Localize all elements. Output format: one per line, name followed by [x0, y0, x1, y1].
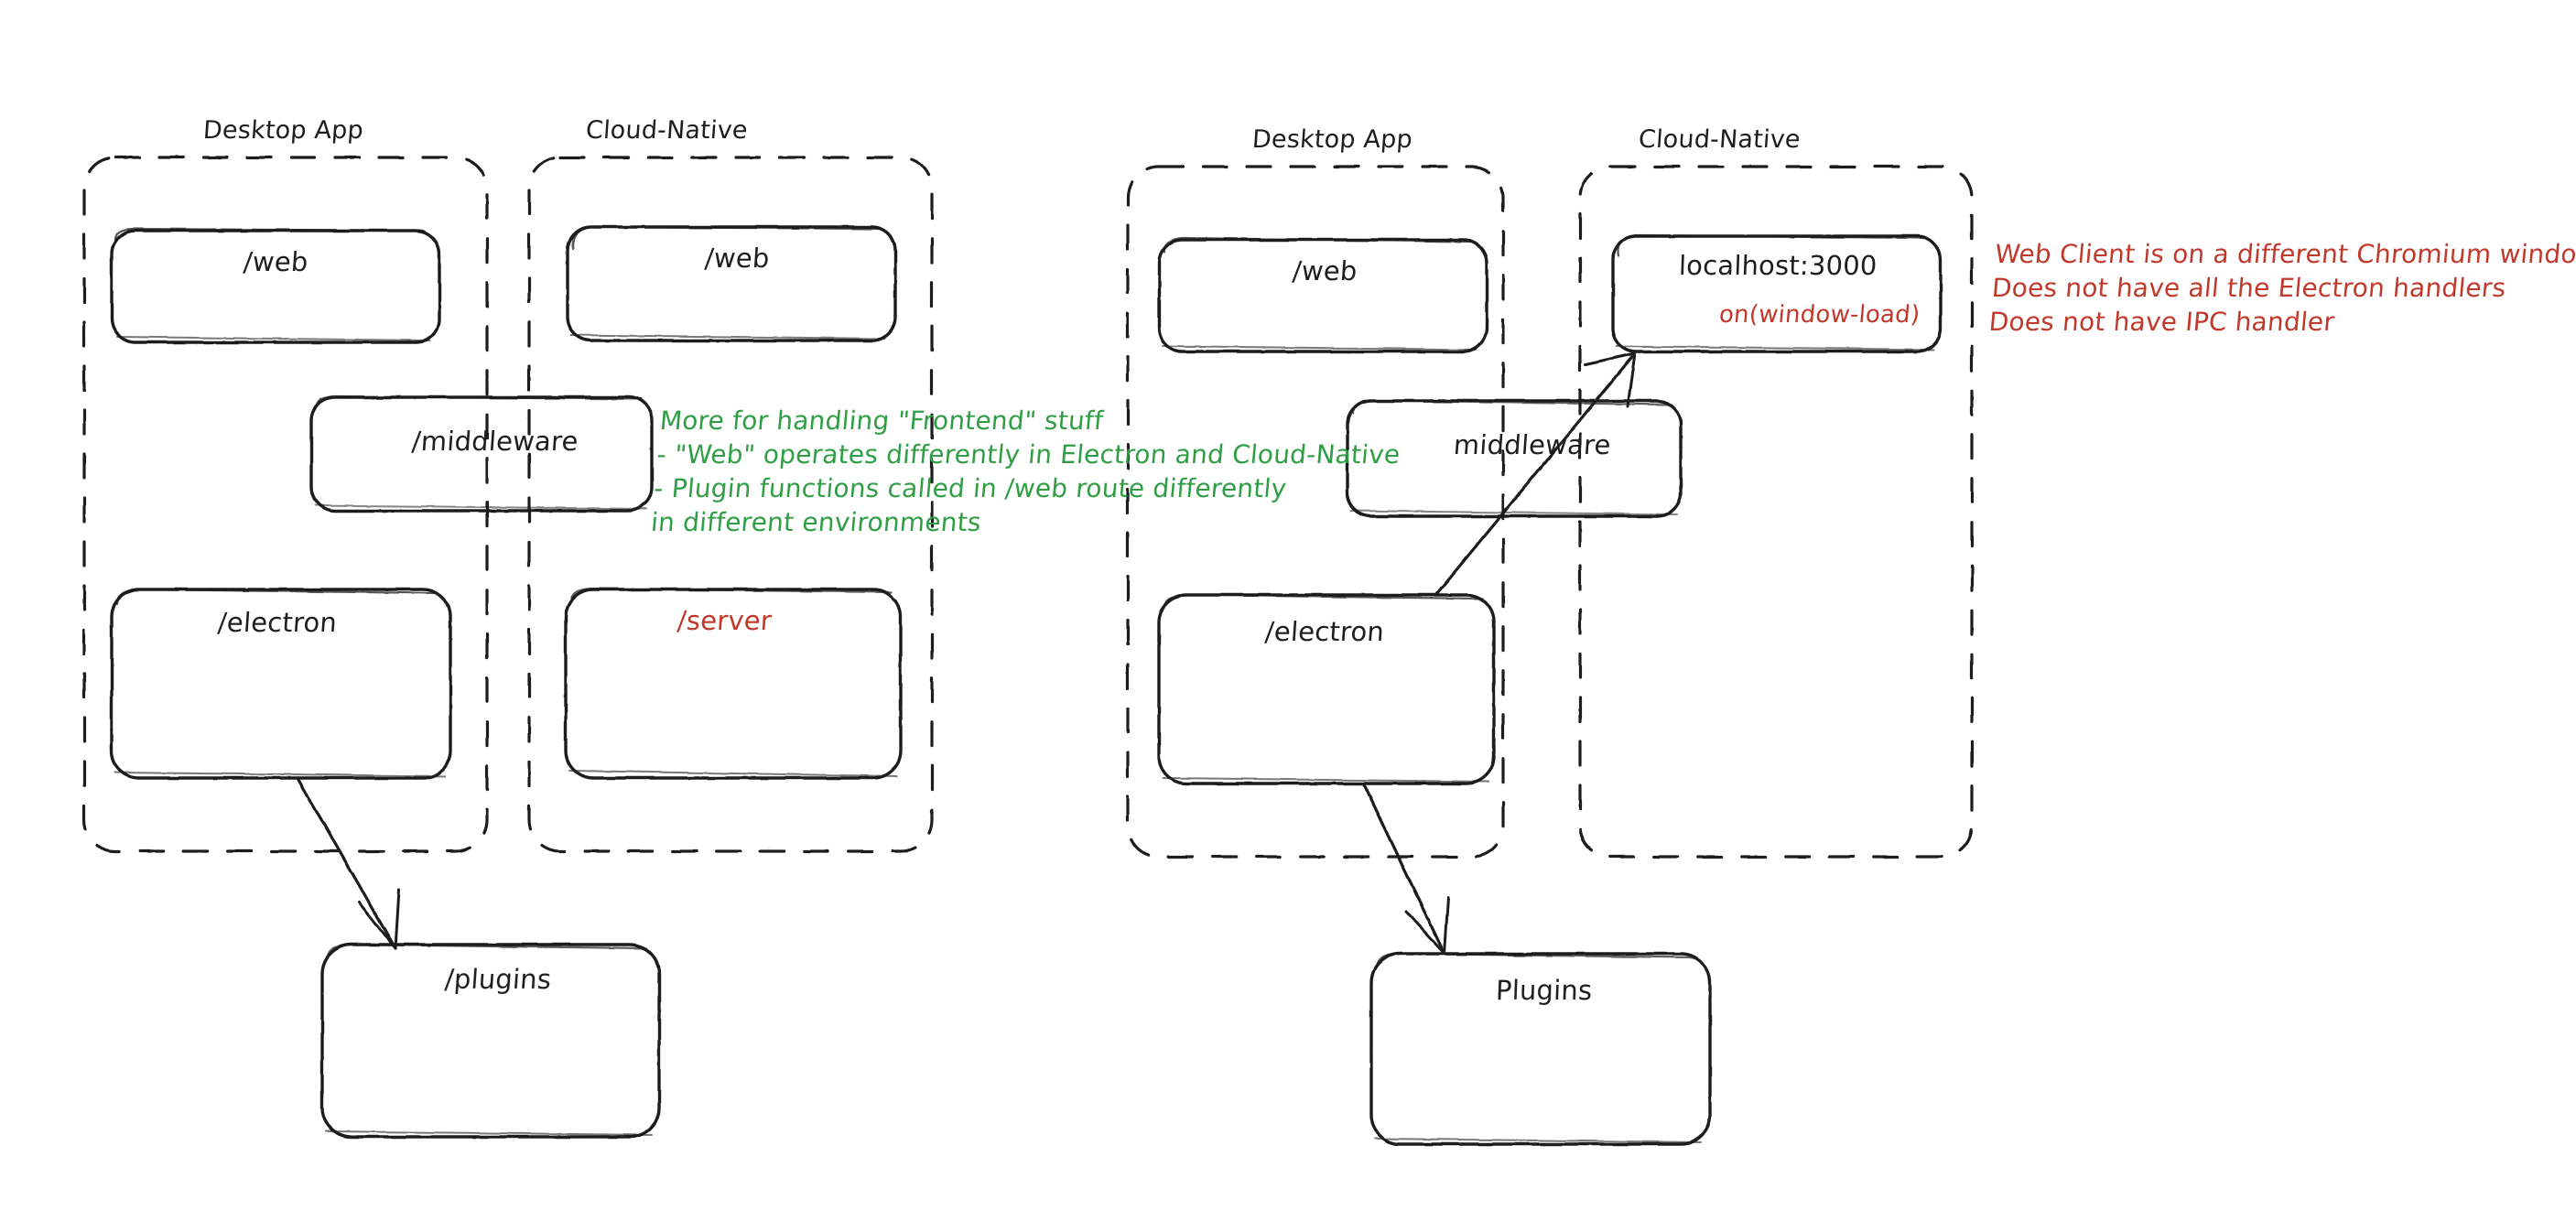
right-web-box[interactable]	[1157, 236, 1488, 353]
left-cloud-native-container	[527, 156, 934, 853]
right-web-label: /web	[1291, 255, 1358, 286]
right-localhost-sublabel: on(window-load)	[1717, 301, 1921, 329]
left-desktop-app-title: Desktop App	[201, 116, 365, 145]
left-plugins-box[interactable]	[320, 943, 661, 1139]
left-green-annotation: More for handling "Frontend" stuff - "We…	[649, 405, 1402, 537]
right-localhost-label: localhost:3000	[1678, 250, 1878, 281]
left-plugins-label: /plugins	[443, 964, 553, 995]
right-electron-to-plugins-arrow	[1362, 784, 1450, 956]
right-desktop-app-title: Desktop App	[1250, 125, 1414, 154]
left-electron-to-plugins-arrow	[297, 778, 401, 950]
right-middleware-box[interactable]	[1346, 399, 1683, 518]
left-middleware-label: /middleware	[410, 426, 579, 457]
left-server-label: /server	[676, 605, 774, 636]
left-web-desktop-label: /web	[242, 246, 309, 277]
left-web-desktop-box[interactable]	[110, 227, 441, 344]
left-cloud-native-title: Cloud-Native	[584, 116, 749, 145]
right-electron-label: /electron	[1263, 616, 1386, 647]
left-electron-label: /electron	[216, 607, 339, 638]
left-electron-box[interactable]	[110, 588, 452, 780]
right-red-annotation: Web Client is on a different Chromium wi…	[1987, 239, 2576, 337]
right-electron-box[interactable]	[1157, 593, 1496, 785]
right-plugins-box[interactable]	[1369, 952, 1712, 1146]
left-server-box[interactable]	[564, 587, 903, 780]
left-desktop-app-container	[82, 156, 489, 853]
right-cloud-native-title: Cloud-Native	[1637, 125, 1802, 154]
right-electron-to-localhost-arrow	[1435, 351, 1637, 595]
left-web-cloud-label: /web	[703, 243, 771, 274]
right-middleware-label: middleware	[1452, 429, 1612, 460]
left-web-cloud-box[interactable]	[566, 225, 897, 342]
left-middleware-box[interactable]	[309, 394, 654, 513]
right-localhost-box[interactable]	[1611, 233, 1943, 353]
right-plugins-label: Plugins	[1495, 975, 1593, 1006]
